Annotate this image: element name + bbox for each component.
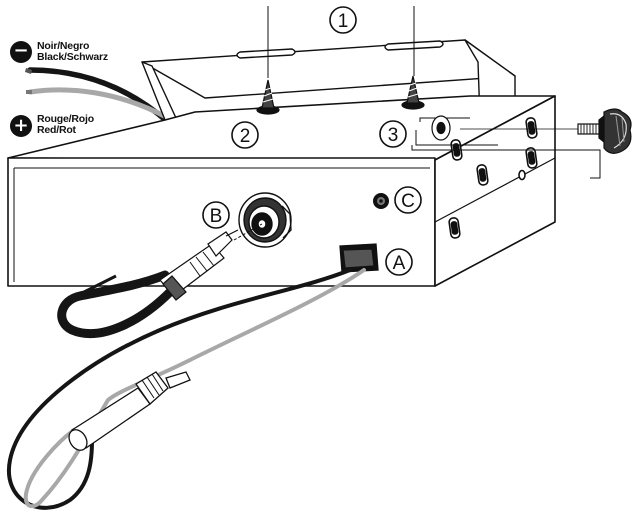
- callout-3: 3: [388, 125, 399, 146]
- antenna-cable: [57, 223, 263, 338]
- negative-wire-label: Noir/Negro Black/Schwarz: [37, 41, 108, 63]
- power-wires: [25, 67, 171, 125]
- positive-wire: [27, 87, 171, 121]
- positive-label-line1: Rouge/Rojo: [37, 113, 94, 125]
- positive-icon: +: [10, 115, 32, 137]
- callout-a: A: [393, 253, 406, 274]
- negative-label-line2: Black/Schwarz: [37, 51, 108, 63]
- callout-2: 2: [240, 126, 251, 147]
- knob-bolt: [577, 123, 601, 135]
- washer: [431, 115, 451, 141]
- bracket-knob-assembly: [411, 108, 632, 179]
- mounting-screws: [256, 6, 425, 115]
- fuse-holder: [68, 371, 191, 451]
- screw-right: [401, 75, 425, 110]
- callout-circle-3: [379, 120, 407, 148]
- bracket-slot-left: [236, 48, 296, 59]
- callout-circle-a: [385, 248, 413, 276]
- callout-c: C: [401, 191, 415, 212]
- callout-circle-b: [202, 201, 230, 229]
- callouts: [202, 6, 422, 276]
- negative-icon: −: [10, 41, 32, 63]
- positive-label-line2: Red/Rot: [37, 124, 76, 136]
- callout-circle-1: [329, 6, 357, 34]
- negative-label-line1: Noir/Negro: [37, 40, 90, 52]
- power-socket: [339, 243, 379, 273]
- mounting-knob: [598, 108, 632, 154]
- callout-circle-2: [231, 121, 259, 149]
- callout-1: 1: [338, 11, 349, 32]
- radio-side-panel: [434, 95, 556, 287]
- positive-wire-label: Rouge/Rojo Red/Rot: [37, 114, 94, 136]
- antenna-plug: [159, 229, 239, 301]
- accessory-jack: [373, 193, 389, 209]
- screw-left: [256, 79, 280, 115]
- antenna-socket: [238, 192, 292, 248]
- callout-circle-c: [394, 186, 422, 214]
- callout-b: B: [210, 206, 223, 227]
